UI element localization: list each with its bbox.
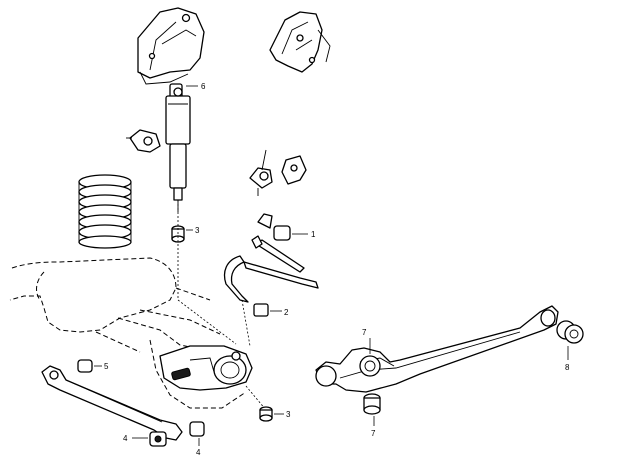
callout-2: 2 (284, 308, 289, 317)
stabilizer-bushing: 2 (253, 303, 289, 317)
callout-7-upper: 7 (362, 328, 367, 337)
lower-trailing-link (41, 365, 183, 441)
stabilizer-link-clip (249, 149, 307, 196)
arm-center-bushing: 7 (362, 328, 371, 354)
stabilizer-bracket-bushing: 1 (257, 213, 316, 241)
axle-differential (159, 345, 253, 391)
callout-7-lower: 7 (371, 429, 376, 438)
bump-stop-bracket (126, 129, 161, 153)
upper-control-arm (315, 305, 559, 393)
shock-top-bushing: 6 (186, 82, 206, 91)
callout-5: 5 (104, 362, 109, 371)
callout-6: 6 (201, 82, 206, 91)
arm-lower-bushing: 7 (363, 393, 381, 438)
link-bushing-a: 4 (123, 431, 167, 447)
link-bushing-b: 4 (189, 421, 205, 457)
arm-end-bushing: 8 (556, 320, 584, 372)
callout-1: 1 (311, 230, 316, 239)
shock-lower-bushing: 3 (171, 225, 200, 243)
link-end-bushing: 5 (77, 359, 109, 373)
coil-spring (78, 174, 132, 249)
callout-4-left: 4 (123, 434, 128, 443)
callout-3-upper: 3 (195, 226, 200, 235)
callout-3-lower: 3 (286, 410, 291, 419)
reference-lines (177, 200, 267, 411)
stabilizer-bar (223, 235, 319, 303)
callout-4-right: 4 (196, 448, 201, 457)
axle-lower-bushing: 3 (259, 406, 291, 422)
shock-upper-mount-bracket (137, 7, 205, 85)
body-mount-bracket (269, 11, 331, 73)
callout-8: 8 (565, 363, 570, 372)
shock-absorber (165, 83, 191, 212)
